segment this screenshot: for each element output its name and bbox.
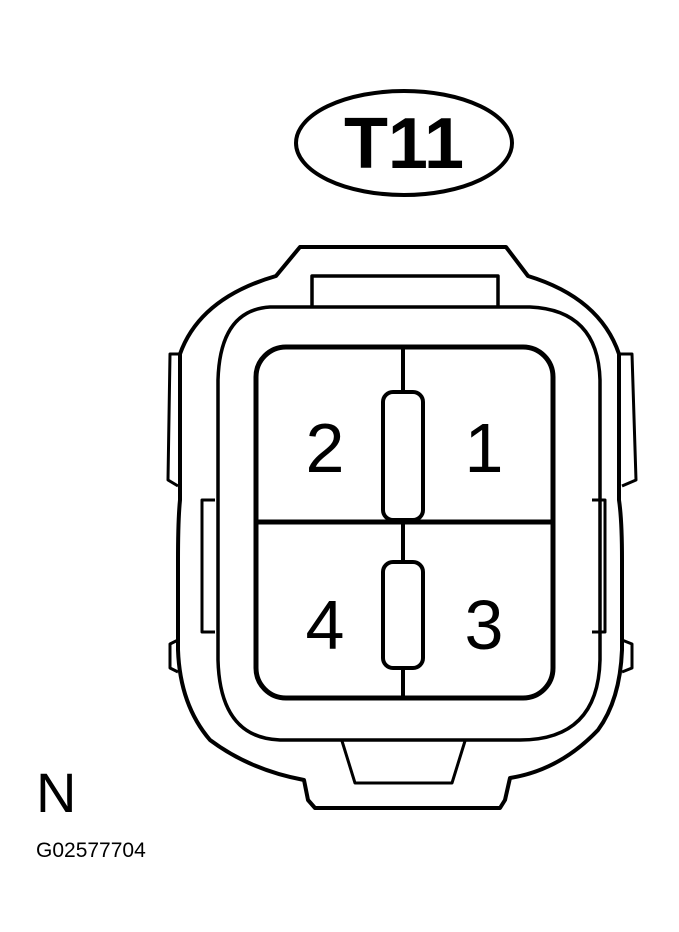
connector-label: T11 — [344, 104, 464, 184]
connector-housing — [166, 245, 638, 810]
pin-3-label: 3 — [465, 586, 504, 664]
pin-2-label: 2 — [306, 409, 345, 487]
pin-4-label: 4 — [306, 586, 345, 664]
figure-code: G02577704 — [36, 839, 146, 862]
view-letter: N — [36, 761, 76, 824]
pin-1-label: 1 — [465, 409, 504, 487]
connector-label-badge: T11 — [294, 89, 514, 197]
